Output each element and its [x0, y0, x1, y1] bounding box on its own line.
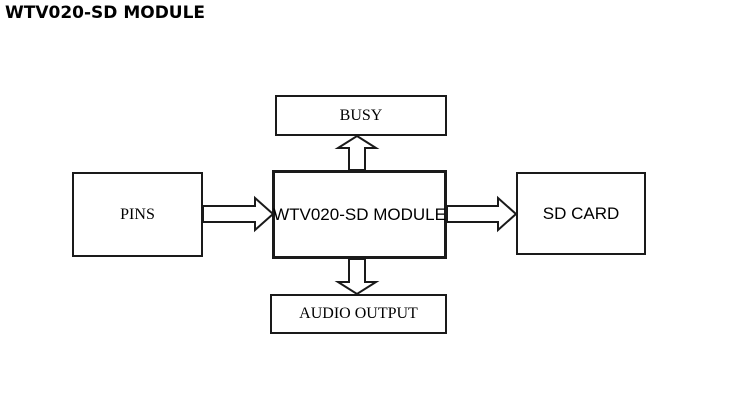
diagram-node-busy: BUSY: [275, 95, 447, 136]
diagram-node-pins: PINS: [72, 172, 203, 257]
diagram-node-module: WTV020-SD MODULE: [272, 170, 447, 259]
diagram-node-module-label: WTV020-SD MODULE: [273, 204, 446, 224]
page-title: WTV020-SD MODULE: [5, 3, 206, 23]
arrow-module-to-busy-icon: [334, 134, 380, 171]
arrow-module-to-audio-output-icon: [334, 258, 380, 296]
diagram-node-sd-card: SD CARD: [516, 172, 646, 255]
diagram-node-audio-output: AUDIO OUTPUT: [270, 294, 447, 334]
diagram-node-audio-output-label: AUDIO OUTPUT: [299, 305, 418, 322]
diagram-node-pins-label: PINS: [120, 205, 155, 223]
arrow-module-to-sd-card-icon: [446, 195, 518, 233]
diagram-node-busy-label: BUSY: [339, 106, 383, 124]
diagram-node-sd-card-label: SD CARD: [542, 203, 620, 223]
arrow-pins-to-module-icon: [202, 195, 275, 233]
